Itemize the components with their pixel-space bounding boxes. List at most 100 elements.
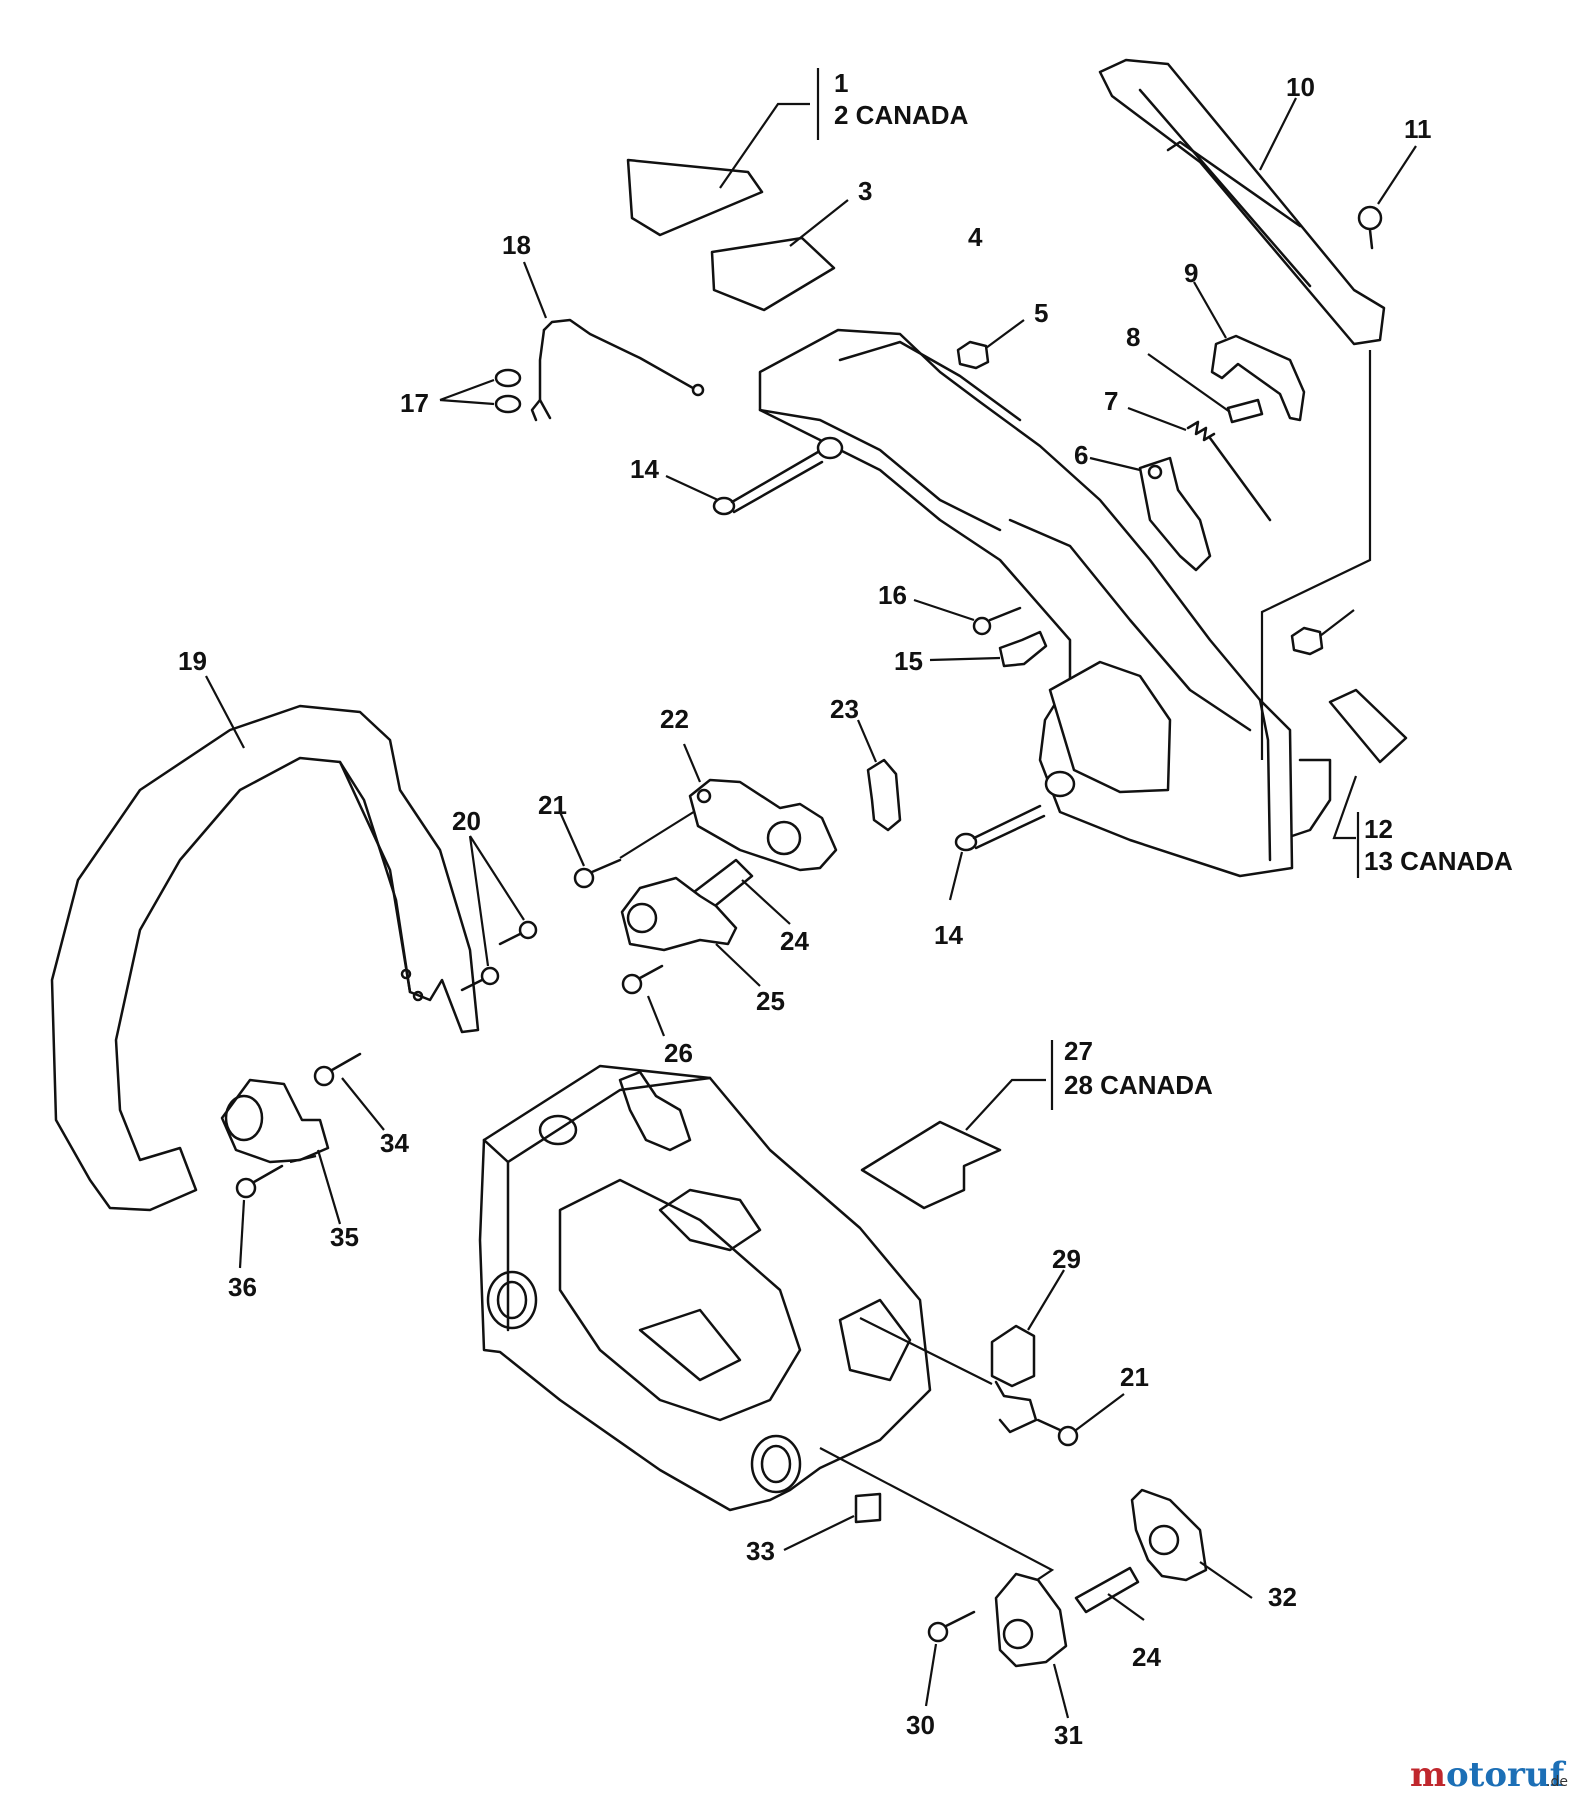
leader-35 bbox=[316, 1149, 342, 1225]
callout-24-lower: 24 bbox=[1132, 1642, 1161, 1672]
leader-17 bbox=[439, 378, 495, 406]
callout-16: 16 bbox=[878, 580, 907, 610]
leader-32 bbox=[1199, 1561, 1253, 1599]
callout-18: 18 bbox=[502, 230, 531, 260]
buffer-35 bbox=[220, 1078, 330, 1164]
screw-30 bbox=[927, 1610, 976, 1643]
callout-7: 7 bbox=[1104, 386, 1118, 416]
callout-5-upper: 5 bbox=[1034, 298, 1048, 328]
callout-21-upper: 21 bbox=[538, 790, 567, 820]
callout-12: 12 bbox=[1364, 814, 1393, 844]
bolt-14-upper bbox=[712, 436, 844, 516]
pin-24-lower bbox=[1074, 1566, 1140, 1614]
callout-11: 11 bbox=[1404, 114, 1432, 144]
screw-21-lower bbox=[1036, 1418, 1079, 1447]
throttle-lever-6 bbox=[1138, 456, 1212, 572]
callout-25: 25 bbox=[756, 986, 785, 1016]
leader-24-upper bbox=[741, 879, 791, 925]
throttle-lock-9 bbox=[1210, 334, 1306, 422]
leader-14-lower bbox=[948, 851, 964, 901]
leader-19 bbox=[205, 675, 245, 749]
watermark-text: motoruf bbox=[1410, 1755, 1567, 1795]
front-handle-19 bbox=[50, 704, 480, 1212]
nut-5-upper bbox=[956, 340, 990, 370]
handle-cover-10 bbox=[1098, 58, 1386, 346]
leader-1-2 bbox=[719, 102, 810, 189]
leader-36-line bbox=[289, 1154, 317, 1164]
callout-14-lower: 14 bbox=[934, 920, 963, 950]
leader-3 bbox=[789, 199, 849, 247]
leader-20 bbox=[468, 835, 525, 967]
callout-1: 1 bbox=[834, 68, 848, 98]
leader-27-28 bbox=[965, 1078, 1046, 1131]
leader-23 bbox=[856, 719, 878, 763]
leader-7 bbox=[1127, 406, 1187, 432]
callout-14-upper: 14 bbox=[630, 454, 659, 484]
leader-21-lower bbox=[1075, 1393, 1125, 1431]
leader-10 bbox=[1259, 97, 1297, 171]
nuts-17 bbox=[494, 368, 522, 414]
buffer-32 bbox=[1130, 1488, 1208, 1582]
callout-21-lower: 21 bbox=[1120, 1362, 1149, 1392]
leader-24-lower bbox=[1107, 1593, 1145, 1621]
screw-11 bbox=[1357, 205, 1383, 250]
decal-1-2 bbox=[626, 158, 764, 237]
screw-26 bbox=[621, 964, 664, 995]
callout-15: 15 bbox=[894, 646, 923, 676]
leader-22 bbox=[682, 743, 702, 783]
fitting-15 bbox=[998, 630, 1048, 668]
leader-29-line bbox=[859, 1317, 993, 1385]
leader-12-13 bbox=[1332, 775, 1358, 840]
throttle-cable-18 bbox=[530, 318, 705, 422]
watermark-suffix: .de bbox=[1546, 1774, 1568, 1790]
leader-21-upper-line bbox=[619, 807, 701, 859]
screw-16 bbox=[972, 606, 1022, 636]
callout-24-upper: 24 bbox=[780, 926, 809, 956]
leader-5-upper bbox=[985, 319, 1025, 349]
bolt-14-lower bbox=[954, 770, 1076, 852]
callout-2-canada: 2 CANADA bbox=[834, 100, 969, 130]
leader-30 bbox=[924, 1643, 938, 1707]
buffer-25 bbox=[620, 876, 738, 952]
callout-10: 10 bbox=[1286, 72, 1315, 102]
callout-4: 4 bbox=[968, 222, 983, 252]
leader-11 bbox=[1377, 145, 1417, 205]
decal-33 bbox=[854, 1492, 882, 1524]
leader-33 bbox=[783, 1515, 855, 1551]
leader-9 bbox=[1193, 281, 1227, 339]
nut-5-lower bbox=[1290, 626, 1324, 656]
leader-36 bbox=[238, 1199, 246, 1269]
callout-17: 17 bbox=[400, 388, 429, 418]
leader-25 bbox=[715, 943, 761, 987]
leader-26 bbox=[646, 995, 666, 1037]
callout-13-canada: 13 CANADA bbox=[1364, 846, 1513, 876]
leader-29 bbox=[1027, 1269, 1065, 1331]
watermark-logo: motoruf .de bbox=[1410, 1755, 1568, 1795]
callout-8: 8 bbox=[1126, 322, 1140, 352]
leader-5-lower bbox=[1319, 609, 1355, 637]
decal-12-13 bbox=[1328, 688, 1408, 764]
callout-28-canada: 28 CANADA bbox=[1064, 1070, 1213, 1100]
pin-8 bbox=[1226, 398, 1264, 424]
screw-21-upper bbox=[573, 858, 622, 889]
leader-18 bbox=[522, 261, 548, 319]
leader-8 bbox=[1147, 353, 1231, 413]
leader-21-upper bbox=[558, 811, 586, 867]
screws-20 bbox=[460, 920, 538, 992]
decal-3 bbox=[710, 236, 836, 312]
switch-29 bbox=[990, 1324, 1038, 1434]
callout-22: 22 bbox=[660, 704, 689, 734]
callout-20: 20 bbox=[452, 806, 481, 836]
leader-6 bbox=[1089, 456, 1141, 472]
callout-6: 6 bbox=[1074, 440, 1088, 470]
crankcase-base bbox=[478, 1064, 932, 1512]
leader-cover-to-base bbox=[1260, 350, 1372, 760]
spring-7 bbox=[1186, 420, 1272, 522]
bracket-22 bbox=[688, 778, 838, 872]
leader-16 bbox=[913, 598, 975, 622]
callout-27: 27 bbox=[1064, 1036, 1093, 1066]
callout-3: 3 bbox=[858, 176, 872, 206]
callout-26: 26 bbox=[664, 1038, 693, 1068]
leader-15 bbox=[929, 656, 1001, 662]
